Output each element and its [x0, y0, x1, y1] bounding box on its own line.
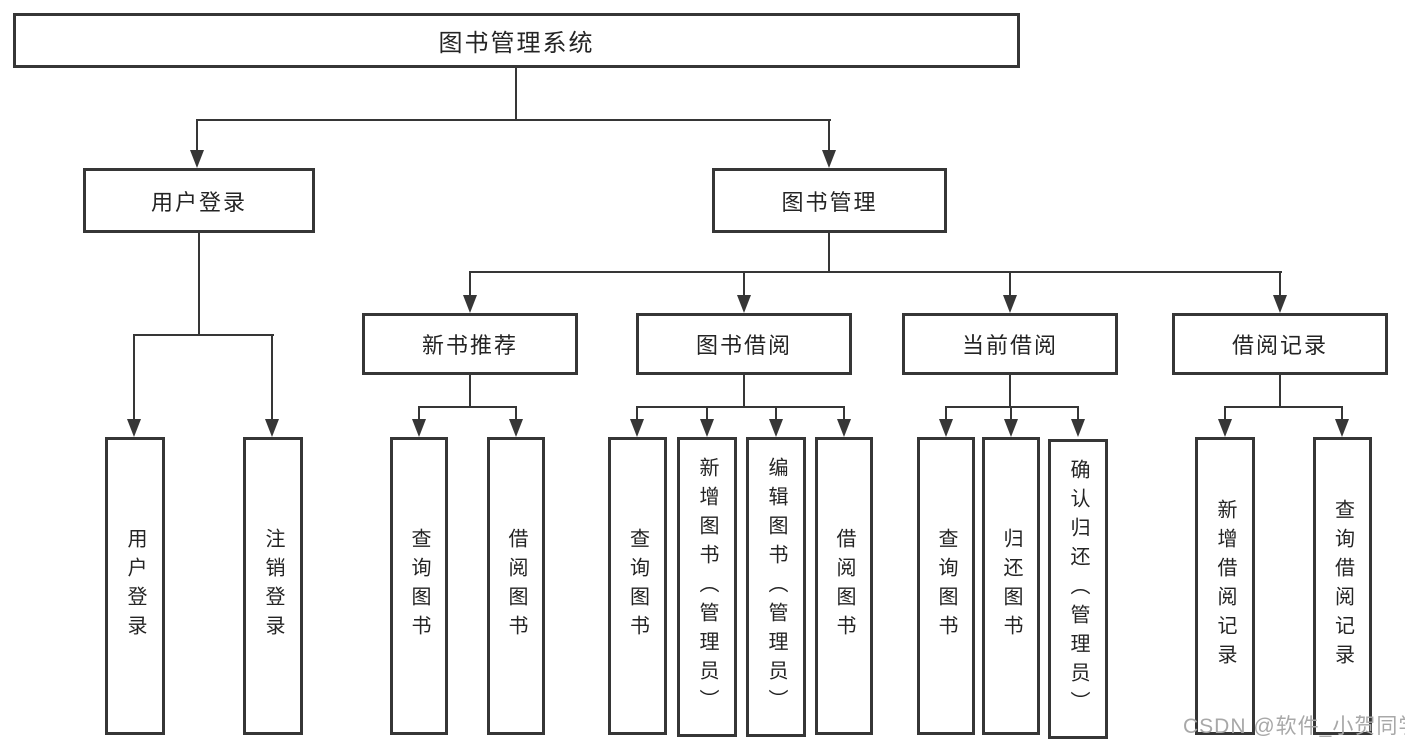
leaf-bb-add-book-admin: 新增图书（管理员）: [677, 437, 737, 737]
node-new-books: 新书推荐: [362, 313, 578, 375]
edge-drop-new-books: [469, 271, 471, 297]
edge-drop-nb-borrow: [515, 406, 517, 421]
leaf-br-add-record-label: 新增借阅记录: [1214, 499, 1236, 673]
edge-borrowing-bar: [636, 406, 845, 408]
arrow-to-book-management-icon: [822, 150, 836, 168]
edge-drop-nb-query: [418, 406, 420, 421]
arrow-to-cb-confirm-icon: [1071, 419, 1085, 437]
arrow-to-leaf-logout-icon: [265, 419, 279, 437]
edge-drop-bb-borrow: [843, 406, 845, 421]
arrow-to-br-query-icon: [1335, 419, 1349, 437]
edge-drop-login-left: [133, 334, 135, 421]
leaf-cb-return-book: 归还图书: [982, 437, 1040, 735]
edge-records-trunk: [1279, 375, 1281, 407]
edge-login-trunk: [198, 233, 200, 336]
edge-drop-bb-edit: [775, 406, 777, 421]
leaf-user-login-label: 用户登录: [124, 528, 146, 644]
leaf-br-add-record: 新增借阅记录: [1195, 437, 1255, 735]
leaf-nb-borrow-book: 借阅图书: [487, 437, 545, 735]
node-new-books-label: 新书推荐: [421, 333, 518, 358]
node-book-borrowing-label: 图书借阅: [695, 333, 792, 358]
edge-drop-cb-query: [945, 406, 947, 421]
leaf-bb-edit-book-admin: 编辑图书（管理员）: [746, 437, 806, 737]
edge-drop-cb-confirm: [1077, 406, 1079, 421]
arrow-to-leaf-user-login-icon: [127, 419, 141, 437]
edge-new-books-bar: [418, 406, 517, 408]
arrow-to-new-books-icon: [463, 295, 477, 313]
leaf-logout: 注销登录: [243, 437, 303, 735]
node-borrowing-records-label: 借阅记录: [1231, 333, 1328, 358]
edge-drop-borrowing: [743, 271, 745, 297]
leaf-bb-edit-book-admin-label: 编辑图书（管理员）: [765, 456, 787, 718]
leaf-cb-return-book-label: 归还图书: [1000, 528, 1022, 644]
node-user-login-label: 用户登录: [150, 189, 247, 215]
leaf-bb-query-book-label: 查询图书: [626, 528, 649, 644]
node-book-management: 图书管理: [712, 168, 947, 233]
edge-drop-login-right: [271, 334, 273, 421]
arrow-to-user-login-icon: [190, 150, 204, 168]
node-book-management-label: 图书管理: [781, 189, 878, 215]
leaf-bb-borrow-book-label: 借阅图书: [833, 528, 855, 644]
arrow-to-cb-return-icon: [1004, 419, 1018, 437]
leaf-bb-query-book: 查询图书: [608, 437, 667, 735]
edge-current-bar: [945, 406, 1079, 408]
arrow-to-cb-query-icon: [939, 419, 953, 437]
arrow-to-records-icon: [1273, 295, 1287, 313]
arrow-to-bb-query-icon: [630, 419, 644, 437]
edge-drop-bb-add: [706, 406, 708, 421]
edge-new-books-trunk: [469, 375, 471, 407]
node-borrowing-records: 借阅记录: [1172, 313, 1388, 375]
leaf-cb-query-book: 查询图书: [917, 437, 975, 735]
leaf-br-query-record: 查询借阅记录: [1313, 437, 1372, 735]
leaf-cb-confirm-return-admin-label: 确认归还（管理员）: [1067, 458, 1089, 720]
leaf-cb-confirm-return-admin: 确认归还（管理员）: [1048, 439, 1108, 739]
leaf-bb-add-book-admin-label: 新增图书（管理员）: [696, 456, 718, 718]
arrow-to-bb-edit-icon: [769, 419, 783, 437]
arrow-to-br-add-icon: [1218, 419, 1232, 437]
leaf-nb-query-book-label: 查询图书: [408, 528, 430, 644]
edge-management-bar: [469, 271, 1282, 273]
node-root-label: 图书管理系统: [438, 30, 595, 57]
watermark: CSDN @软件_小贺同学: [1183, 715, 1405, 738]
edge-drop-current: [1009, 271, 1011, 297]
arrow-to-bb-borrow-icon: [837, 419, 851, 437]
edge-drop-bb-query: [636, 406, 638, 421]
edge-drop-book-management: [828, 119, 830, 152]
arrow-to-bb-add-icon: [700, 419, 714, 437]
leaf-bb-borrow-book: 借阅图书: [815, 437, 873, 735]
edge-drop-br-query: [1341, 406, 1343, 421]
edge-drop-records: [1279, 271, 1281, 297]
leaf-br-query-record-label: 查询借阅记录: [1331, 499, 1354, 673]
edge-management-trunk: [828, 233, 830, 273]
node-root: 图书管理系统: [13, 13, 1020, 68]
leaf-cb-query-book-label: 查询图书: [935, 528, 957, 644]
edge-root-trunk: [515, 68, 517, 121]
leaf-user-login: 用户登录: [105, 437, 165, 735]
node-current-borrowing: 当前借阅: [902, 313, 1118, 375]
edge-current-trunk: [1009, 375, 1011, 407]
leaf-logout-label: 注销登录: [262, 528, 284, 644]
leaf-nb-borrow-book-label: 借阅图书: [505, 528, 527, 644]
leaf-nb-query-book: 查询图书: [390, 437, 448, 735]
edge-records-bar: [1224, 406, 1343, 408]
arrow-to-borrowing-icon: [737, 295, 751, 313]
edge-login-bar: [133, 334, 274, 336]
node-current-borrowing-label: 当前借阅: [961, 333, 1058, 358]
edge-drop-br-add: [1224, 406, 1226, 421]
edge-drop-cb-return: [1010, 406, 1012, 421]
arrow-to-current-icon: [1003, 295, 1017, 313]
node-book-borrowing: 图书借阅: [636, 313, 852, 375]
edge-root-bar: [196, 119, 831, 121]
node-user-login: 用户登录: [83, 168, 315, 233]
edge-drop-user-login: [196, 119, 198, 152]
arrow-to-nb-query-icon: [412, 419, 426, 437]
edge-borrowing-trunk: [743, 375, 745, 407]
arrow-to-nb-borrow-icon: [509, 419, 523, 437]
